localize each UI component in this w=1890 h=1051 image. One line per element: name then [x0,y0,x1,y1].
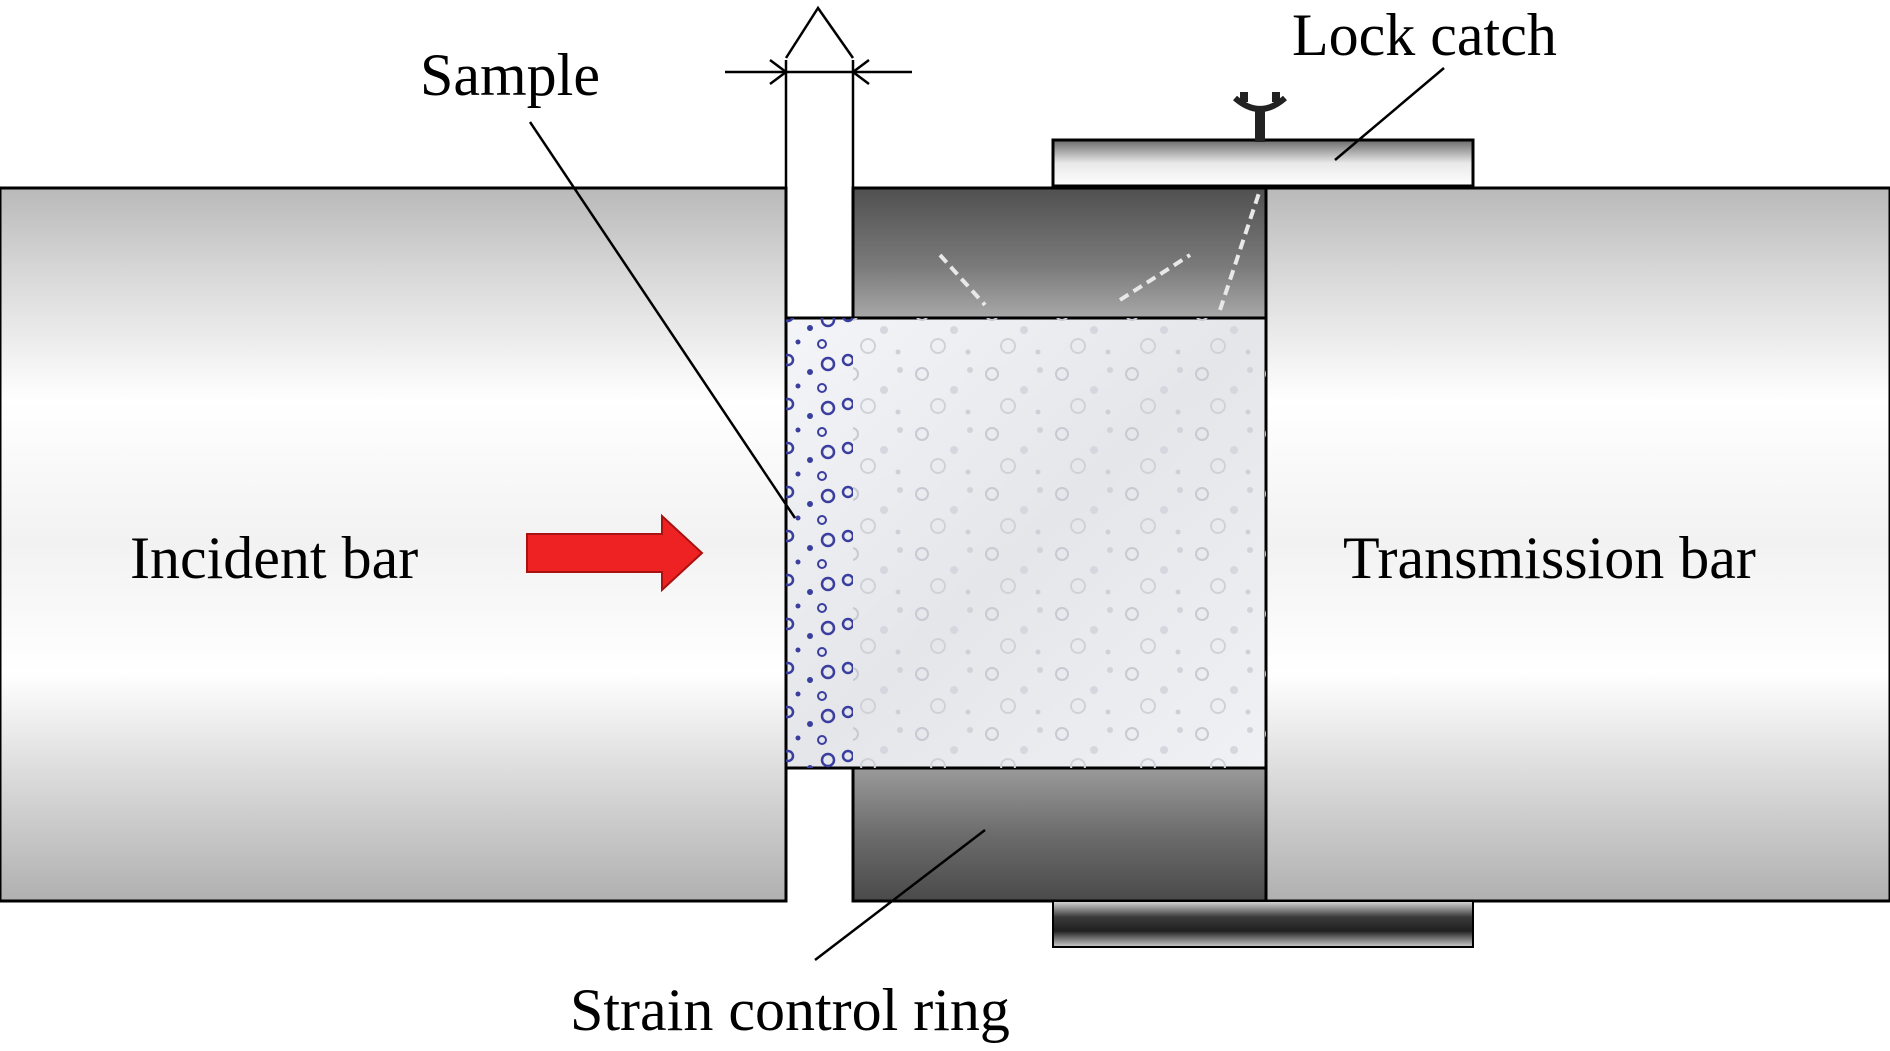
sample-edge-dots [786,318,853,768]
label-transmission-bar: Transmission bar [1343,525,1756,591]
strain-control-ring-leader-line [814,829,986,961]
label-sample: Sample [420,42,600,108]
lock-catch-bottom [1052,900,1474,948]
ring-highlight-streaks [938,189,1262,311]
label-lock-catch: Lock catch [1292,2,1557,68]
impact-direction-arrow-icon [526,513,704,593]
strain-control-ring-top [851,186,1268,320]
sample-texture [853,318,1266,768]
lock-catch-top [1051,138,1475,188]
gap-dimension-indicator [725,5,912,188]
label-strain-control-ring: Strain control ring [570,977,1010,1043]
strain-control-ring-bottom [851,766,1268,903]
sample-leader-line [528,121,797,519]
transmission-bar [1264,186,1890,903]
lock-screw-icon [1233,92,1287,142]
lock-catch-leader-line [1334,67,1445,161]
label-incident-bar: Incident bar [130,525,418,591]
